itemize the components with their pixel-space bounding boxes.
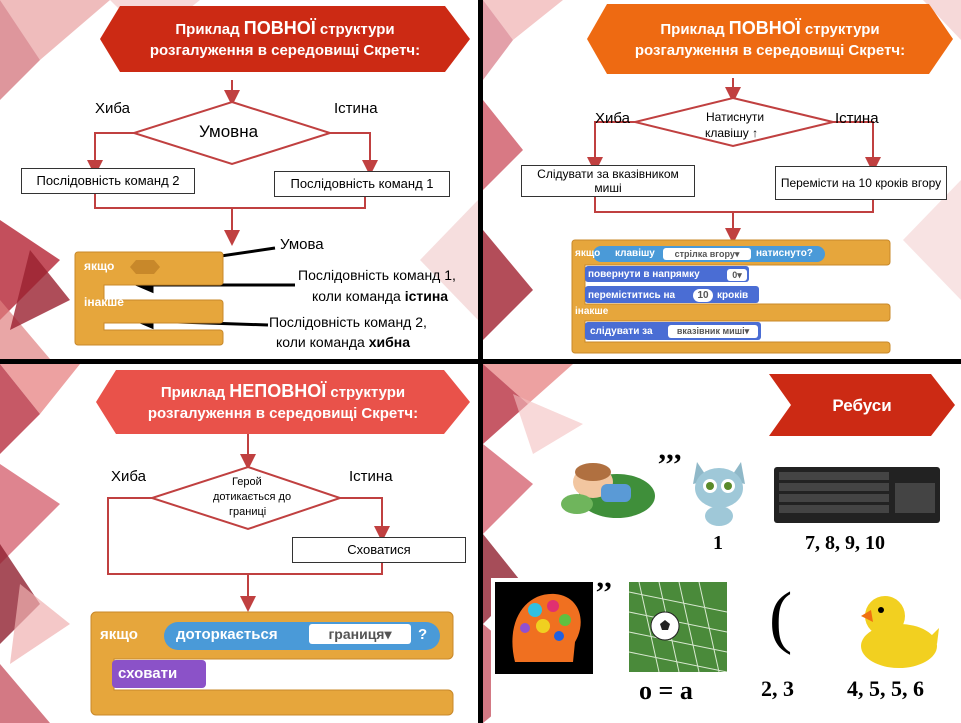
numbers-paren: 2, 3 bbox=[761, 676, 794, 701]
flowchart bbox=[587, 78, 881, 244]
title: Ребуси bbox=[832, 395, 892, 415]
false-label: Хиба bbox=[111, 468, 146, 485]
slide-partial-branch: Приклад НЕПОВНОЇ структури розгалуження … bbox=[0, 364, 478, 723]
banner-shape bbox=[96, 370, 470, 434]
soccer-goal-icon bbox=[629, 582, 727, 672]
block-if-label: якщо bbox=[84, 259, 115, 273]
numbers-keyboard: 7, 8, 9, 10 bbox=[805, 532, 885, 554]
title-suffix: структури bbox=[315, 20, 395, 38]
blk-touch: доторкається bbox=[176, 626, 278, 643]
decor-triangles bbox=[483, 0, 961, 340]
scratch-if-else-block bbox=[74, 251, 224, 346]
note-seq2-bold: хибна bbox=[368, 334, 410, 350]
blk-pressed: натиснуто? bbox=[756, 248, 813, 259]
keyboard-icon bbox=[774, 467, 940, 523]
blk-key-dropdown[interactable]: стрілка вгору▾ bbox=[663, 248, 751, 260]
title-prefix: Приклад bbox=[175, 20, 244, 38]
parenthesis: ( bbox=[769, 579, 793, 656]
blk-turn-dropdown[interactable]: 0▾ bbox=[727, 269, 747, 281]
false-label: Хиба bbox=[95, 100, 130, 117]
slide-full-branch-1: Приклад ПОВНОЇ структури розгалуження в … bbox=[0, 0, 478, 359]
condition-line2: клавішу ↑ bbox=[705, 126, 759, 140]
banner-shape bbox=[100, 6, 470, 72]
seq2-box: Послідовність команд 2 bbox=[21, 168, 195, 194]
blk-move-prefix: переміститись на bbox=[588, 290, 676, 301]
blk-turn: повернути в напрямку bbox=[588, 269, 700, 280]
title-prefix: Приклад bbox=[160, 383, 230, 401]
note-seq2-line1: Послідовність команд 2, bbox=[269, 314, 427, 330]
quote-marks-2: ’’ bbox=[595, 576, 613, 609]
note-condition: Умова bbox=[280, 236, 324, 253]
note-seq1-line2: коли команда істина bbox=[312, 288, 448, 304]
true-label: Істина bbox=[835, 110, 879, 127]
title-suffix: структури bbox=[800, 20, 880, 38]
title-emph: ПОВНОЇ bbox=[243, 17, 316, 38]
brain-head-icon bbox=[495, 582, 593, 674]
decor-triangles bbox=[0, 364, 80, 723]
note-seq1-bold: істина bbox=[404, 288, 449, 304]
condition-line2: дотикається до bbox=[213, 491, 292, 503]
title-line2: розгалуження в середовищі Скретч: bbox=[634, 41, 906, 59]
banner-shape bbox=[587, 4, 953, 74]
goal-equation: о = а bbox=[639, 676, 693, 705]
duck-icon bbox=[861, 596, 939, 668]
slide-full-branch-2: Приклад ПОВНОЇ структури розгалуження в … bbox=[483, 0, 961, 359]
hide-box: Сховатися bbox=[292, 537, 466, 563]
title-emph: НЕПОВНОЇ bbox=[229, 380, 327, 401]
seq1-box: Послідовність команд 1 bbox=[274, 171, 450, 197]
false-label: Хиба bbox=[595, 110, 630, 127]
title-prefix: Приклад bbox=[660, 20, 729, 38]
rebus-2: ’’ о = а ( 2, 3 4, 5, 5, 6 bbox=[491, 576, 955, 718]
title-suffix: структури bbox=[326, 383, 406, 401]
blk-question: ? bbox=[418, 626, 428, 643]
note-seq2-prefix: коли команда bbox=[276, 334, 369, 350]
title-banner: Приклад ПОВНОЇ структури розгалуження в … bbox=[100, 6, 470, 72]
title-banner: Приклад ПОВНОЇ структури розгалуження в … bbox=[587, 4, 953, 74]
title-banner: Ребуси bbox=[769, 374, 955, 436]
title-banner: Приклад НЕПОВНОЇ структури розгалуження … bbox=[96, 370, 470, 434]
blk-follow-dropdown[interactable]: вказівник миші▾ bbox=[668, 325, 758, 338]
block-else-label: інакше bbox=[84, 295, 124, 309]
rebus-1: ’’’ 1 7, 8, 9, 10 bbox=[547, 448, 955, 562]
true-label: Істина bbox=[334, 100, 378, 117]
blk-if: якщо bbox=[100, 626, 138, 643]
note-seq1-line1: Послідовність команд 1, bbox=[298, 267, 456, 283]
banner-shape bbox=[769, 374, 955, 436]
flowchart bbox=[107, 434, 390, 612]
condition-label: Умовна bbox=[199, 122, 259, 141]
title-emph: ПОВНОЇ bbox=[728, 17, 801, 38]
blk-follow: слідувати за bbox=[590, 326, 653, 337]
sleeping-boy-icon bbox=[561, 463, 655, 518]
cat-icon bbox=[693, 462, 745, 526]
blk-if: якщо bbox=[575, 248, 601, 259]
note-seq2-line2: коли команда хибна bbox=[276, 334, 410, 350]
condition-line3: границі bbox=[229, 506, 267, 518]
title-line2: розгалуження в середовищі Скретч: bbox=[147, 404, 419, 422]
move-box: Перемісти на 10 кроків вгору bbox=[775, 166, 947, 200]
numbers-duck: 4, 5, 5, 6 bbox=[847, 676, 924, 701]
quote-marks-1: ’’’ bbox=[657, 448, 683, 481]
title-line2: розгалуження в середовищі Скретч: bbox=[149, 41, 421, 59]
blk-move-input[interactable]: 10 bbox=[693, 289, 713, 302]
blk-else: інакше bbox=[575, 306, 609, 317]
blk-touch-dropdown[interactable]: границя▾ bbox=[309, 624, 411, 644]
condition-line1: Герой bbox=[232, 476, 262, 488]
blk-key: клавішу bbox=[615, 248, 655, 259]
follow-box: Слідувати за вказівником миші bbox=[521, 165, 695, 197]
note-seq1-prefix: коли команда bbox=[312, 288, 405, 304]
condition-line1: Натиснути bbox=[706, 110, 765, 124]
blk-move-suffix: кроків bbox=[717, 290, 749, 301]
true-label: Істина bbox=[349, 468, 393, 485]
slide-rebuses: Ребуси ’’’ 1 bbox=[483, 364, 961, 723]
blk-hide: сховати bbox=[118, 665, 178, 682]
number-cat: 1 bbox=[713, 532, 723, 554]
